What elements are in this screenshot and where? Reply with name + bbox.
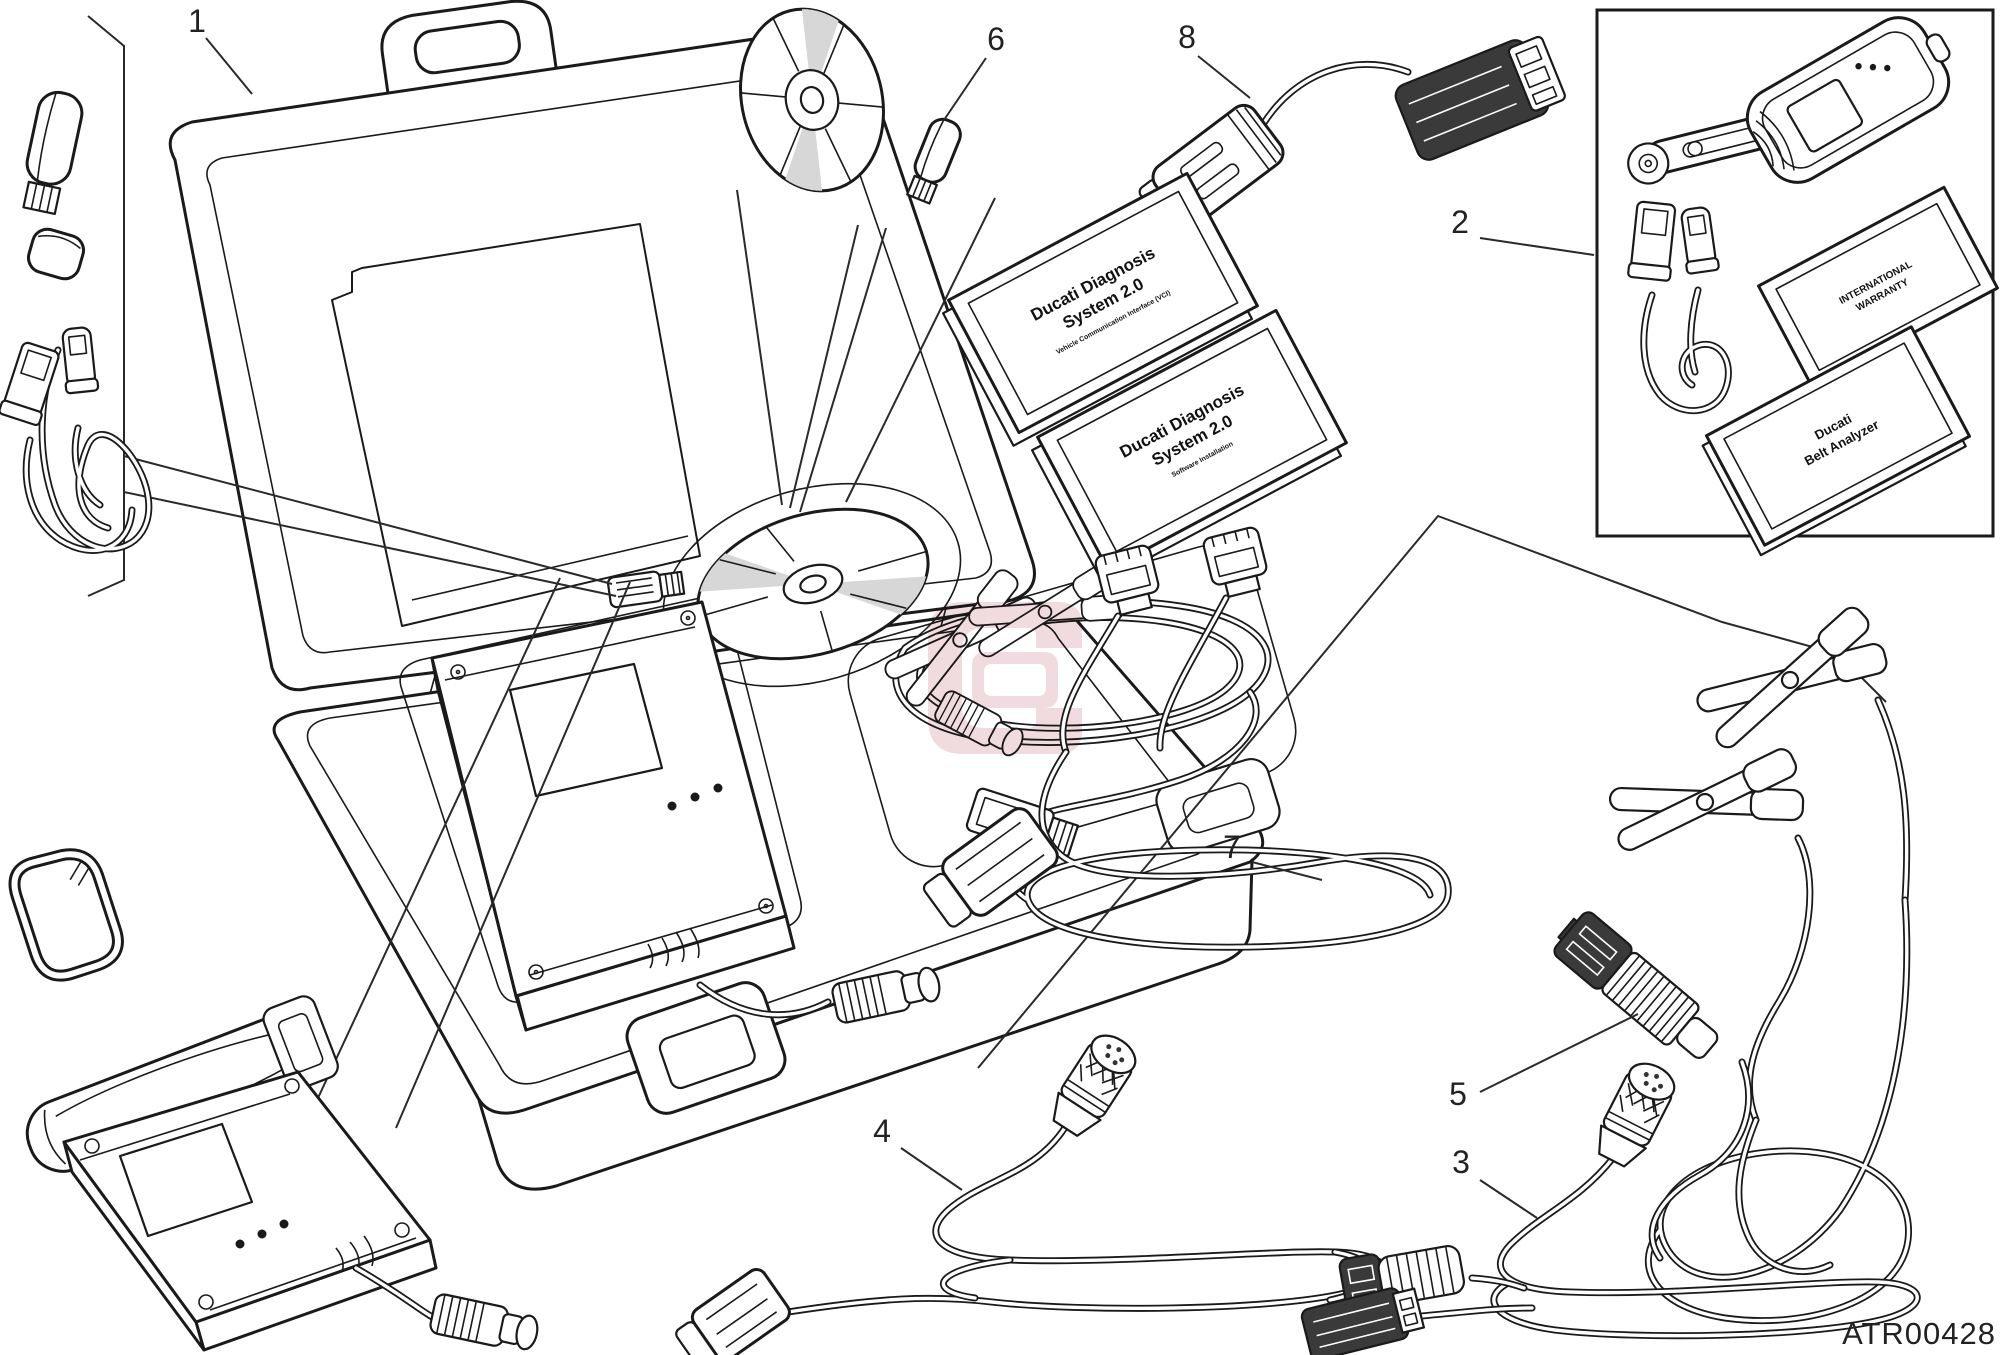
callouts: 1 2 3 4 5 6 7 8 <box>188 3 1639 1219</box>
usb-dongle-cap <box>26 227 86 281</box>
diagnostic-cable-7 <box>922 526 1448 947</box>
carabiner <box>8 848 124 982</box>
callout-1: 1 <box>188 3 206 39</box>
vci-device-in-case <box>430 600 944 1032</box>
usb-dongle-with-cap <box>22 90 86 281</box>
lid-document-pocket <box>331 223 701 627</box>
usb-dongle <box>906 117 962 205</box>
cd-placement-lines <box>736 189 996 513</box>
round-multipin-connector <box>1588 1054 1683 1173</box>
callout-8: 8 <box>1178 19 1196 55</box>
battery-clamp-icon <box>1602 742 1811 861</box>
callout-6: 6 <box>987 21 1005 57</box>
four-pin-connector <box>1300 1287 1425 1355</box>
device-placement-lines <box>317 577 631 1129</box>
end-connector <box>675 1268 791 1355</box>
small-connector <box>1202 526 1268 598</box>
callout-7: 7 <box>1223 829 1241 865</box>
belt-analyzer-device <box>1745 16 1951 184</box>
ducati-logo-watermark <box>928 602 1082 754</box>
belt-analyzer-kit-box: INTERNATIONAL WARRANTY Ducati Belt Analy… <box>1595 8 1999 557</box>
manual-vci: Ducati Diagnosis System 2.0 Vehicle Comm… <box>942 171 1259 447</box>
callout-4: 4 <box>873 1113 891 1149</box>
belt-analyzer-booklet: Ducati Belt Analyzer <box>1701 325 1972 557</box>
callout-5: 5 <box>1449 1076 1467 1112</box>
group-bracket <box>87 15 617 597</box>
device-screen <box>118 1122 254 1238</box>
case-latch <box>625 981 787 1115</box>
device-screen <box>508 662 664 798</box>
callout-2: 2 <box>1451 204 1469 240</box>
part-code: ATR00428 <box>1842 1316 1996 1351</box>
round-multipin-connector <box>1043 1026 1145 1143</box>
round-connector-cable-3 <box>1300 1054 1917 1355</box>
manual-software: Ducati Diagnosis System 2.0 Software Ins… <box>1031 308 1348 584</box>
warranty-booklet: INTERNATIONAL WARRANTY <box>1757 185 1999 389</box>
vci-device <box>62 1070 542 1355</box>
belt-analyzer-usb-cable <box>1626 199 1729 411</box>
battery-clamp-cable-5 <box>1553 598 1908 1321</box>
adapter-connector-black <box>1394 35 1566 161</box>
device-cable-connector <box>427 1291 542 1355</box>
callout-3: 3 <box>1452 1144 1470 1180</box>
round-connector-cable-4 <box>675 1026 1383 1355</box>
cd-disc <box>739 7 885 193</box>
foam-cable-recess <box>847 544 1297 868</box>
cd-disc-in-case <box>696 507 930 661</box>
mini-usb-plug-in-case <box>606 570 686 609</box>
threaded-probe-connector <box>1553 911 1719 1059</box>
main-connector <box>922 807 1059 928</box>
usb-cable <box>0 325 149 551</box>
small-connector <box>1094 544 1160 616</box>
